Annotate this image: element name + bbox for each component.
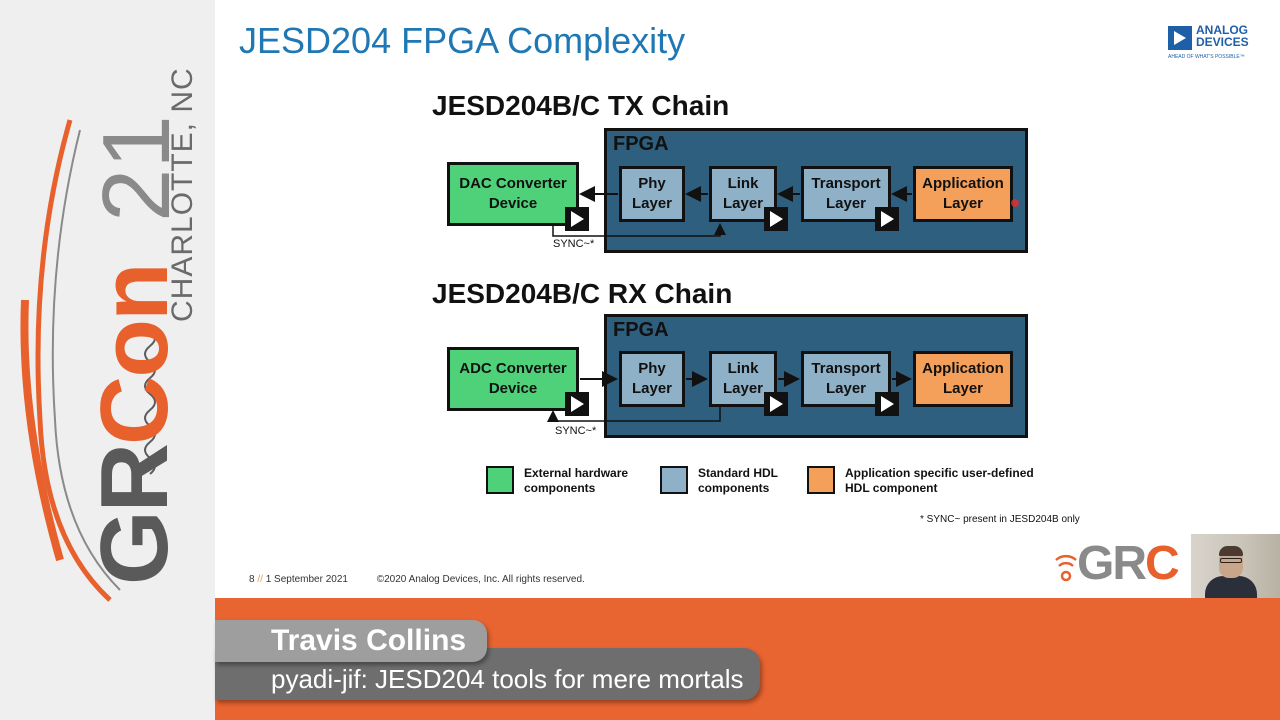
rx-chain-title: JESD204B/C RX Chain [432, 278, 733, 309]
tx-fpga-label: FPGA [613, 133, 669, 155]
legend-external: External hardware components [486, 466, 628, 496]
event-city: CHARLOTTE, NC [166, 67, 199, 322]
conference-banner: GRCon 21 CHARLOTTE, NC [0, 0, 215, 720]
legend-application: Application specific user-defined HDL co… [807, 466, 1034, 496]
adi-logo-name: ANALOG DEVICES [1196, 23, 1249, 49]
legend-swatch-external [486, 466, 514, 494]
sync-footnote: * SYNC~ present in JESD204B only [920, 514, 1080, 525]
rx-transport-layer-block: Transport Layer [801, 351, 891, 407]
grc-wordmark-gr: GR [1077, 537, 1147, 590]
dac-converter-block: DAC Converter Device [447, 162, 579, 226]
rx-sync-label: SYNC~* [555, 425, 597, 437]
speaker-hair [1219, 546, 1243, 556]
analog-devices-logo: ANALOG DEVICES AHEAD OF WHAT'S POSSIBLE™ [1168, 24, 1263, 64]
tx-link-layer-block: Link Layer [709, 166, 777, 222]
tx-sync-label: SYNC~* [553, 238, 595, 250]
talk-title: pyadi-jif: JESD204 tools for mere mortal… [271, 664, 744, 694]
adc-converter-block: ADC Converter Device [447, 347, 579, 411]
tx-sync-line [552, 223, 726, 237]
tx-link-clock-icon [764, 207, 788, 231]
legend-swatch-application [807, 466, 835, 494]
adi-triangle-icon [1168, 26, 1192, 50]
legend-standard: Standard HDL components [660, 466, 778, 496]
legend-text-external: External hardware components [524, 466, 629, 495]
legend-swatch-standard [660, 466, 688, 494]
speaker-webcam [1191, 534, 1280, 598]
tx-application-layer-block: Application Layer [913, 166, 1013, 222]
legend-text-standard: Standard HDL components [698, 466, 779, 495]
rx-adc-clock-icon [565, 392, 589, 416]
wordmark-gr: GR [81, 445, 188, 585]
rx-sync-line [547, 407, 721, 422]
adi-logo-tagline: AHEAD OF WHAT'S POSSIBLE™ [1168, 54, 1245, 60]
grc-logo: GRC [1055, 537, 1190, 590]
tx-dac-clock-icon [565, 207, 589, 231]
slide-title: JESD204 FPGA Complexity [239, 20, 686, 61]
tx-transport-clock-icon [875, 207, 899, 231]
speaker-glasses [1220, 558, 1242, 563]
page-number: 8 [249, 574, 255, 585]
rx-link-clock-icon [764, 392, 788, 416]
rx-phy-layer-block: Phy Layer [619, 351, 685, 407]
laser-pointer-dot [1011, 199, 1019, 207]
speaker-name-plate: Travis Collins [215, 620, 487, 662]
copyright-text: ©2020 Analog Devices, Inc. All rights re… [376, 574, 585, 585]
banner-decoration [20, 119, 156, 602]
rx-fpga-label: FPGA [613, 319, 669, 341]
rx-application-layer-block: Application Layer [913, 351, 1013, 407]
tx-chain-title: JESD204B/C TX Chain [432, 90, 730, 121]
presentation-slide: JESD204 FPGA Complexity ANALOG DEVICES A… [215, 0, 1280, 598]
legend-text-application: Application specific user-defined HDL co… [845, 466, 1034, 495]
slide-date: 1 September 2021 [265, 574, 348, 585]
grc-wordmark-c: C [1145, 537, 1180, 590]
tx-phy-layer-block: Phy Layer [619, 166, 685, 222]
speaker-name: Travis Collins [271, 624, 467, 657]
page-separator: // [257, 574, 263, 585]
grc-wordmark: GRC [1077, 536, 1180, 591]
grc-signal-icon [1055, 555, 1077, 582]
rx-transport-clock-icon [875, 392, 899, 416]
chain-arrows [547, 186, 1019, 422]
slide-footer: 8 // 1 September 2021 ©2020 Analog Devic… [249, 574, 585, 585]
speaker-body [1205, 576, 1257, 598]
